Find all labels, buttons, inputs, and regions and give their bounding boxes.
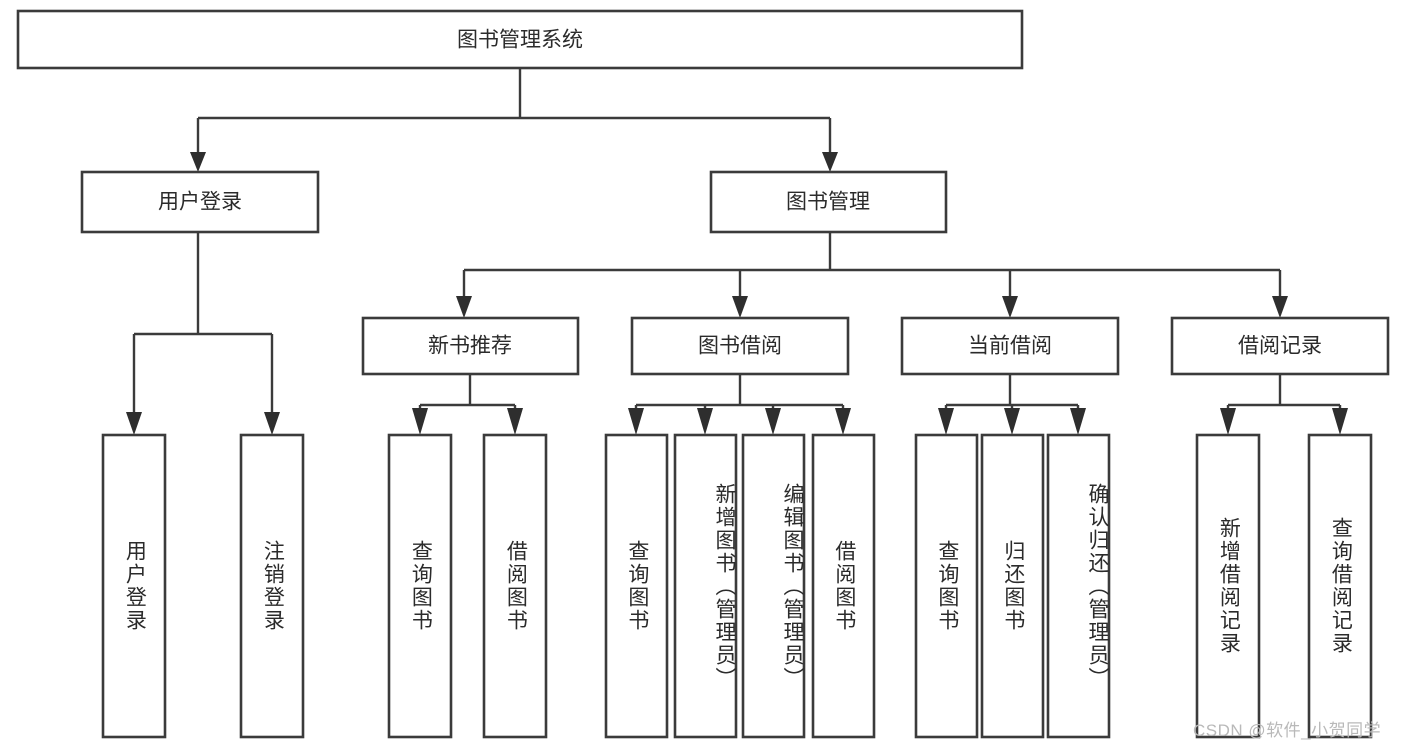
connector-group-current-borrow-to-leaves: [938, 374, 1086, 435]
arrow-head-bb-leaf-2: [765, 408, 781, 435]
node-box-current-borrow[interactable]: [900, 316, 1120, 376]
node-box-user-login[interactable]: [80, 170, 320, 234]
connector-group-borrow-record-to-leaves: [1220, 374, 1348, 435]
node-box-new-book-recommend[interactable]: [361, 316, 580, 376]
arrow-head-bb-leaf-0: [628, 408, 644, 435]
node-box-book-borrow[interactable]: [630, 316, 850, 376]
node-label-user-login: 用户登录: [158, 191, 242, 214]
node-box-root[interactable]: [16, 9, 1024, 70]
node-label-root: 图书管理系统: [457, 29, 583, 52]
node-box-leaf-add-book-bb[interactable]: [673, 433, 738, 739]
node-box-borrow-record[interactable]: [1170, 316, 1390, 376]
arrow-head-cb-leaf-1: [1004, 408, 1020, 435]
node-box-leaf-query-record-br[interactable]: [1307, 433, 1373, 739]
connector-group-book-borrow-to-leaves: [628, 374, 851, 435]
node-box-leaf-user-login[interactable]: [101, 433, 167, 739]
arrow-head-leaf-user-login: [126, 412, 142, 435]
arrow-head-new-book: [456, 296, 472, 318]
arrow-head-br-leaf-0: [1220, 408, 1236, 435]
arrow-head-user-login: [190, 152, 206, 172]
node-label-book-manage: 图书管理: [786, 191, 870, 214]
node-box-leaf-borrow-book-nb[interactable]: [482, 433, 548, 739]
node-box-leaf-edit-book-bb[interactable]: [741, 433, 806, 739]
arrow-head-bb-leaf-1: [697, 408, 713, 435]
connector-group-root-to-level1: [190, 68, 838, 172]
node-box-leaf-query-book-bb[interactable]: [604, 433, 669, 739]
arrow-head-current-borrow: [1002, 296, 1018, 318]
watermark-label: CSDN @软件_小贺同学: [1193, 721, 1382, 740]
node-box-leaf-borrow-book-bb[interactable]: [811, 433, 876, 739]
arrow-head-nb-leaf-0: [412, 408, 428, 435]
node-box-leaf-add-record-br[interactable]: [1195, 433, 1261, 739]
arrow-head-book-manage: [822, 152, 838, 172]
node-box-leaf-logout[interactable]: [239, 433, 305, 739]
arrow-head-cb-leaf-2: [1070, 408, 1086, 435]
arrow-head-borrow-record: [1272, 296, 1288, 318]
node-box-leaf-return-book-cb[interactable]: [980, 433, 1045, 739]
node-label-current-borrow: 当前借阅: [968, 335, 1052, 358]
arrow-head-cb-leaf-0: [938, 408, 954, 435]
connector-group-book-manage-to-level2: [456, 232, 1288, 318]
node-box-leaf-query-book-nb[interactable]: [387, 433, 453, 739]
connector-group-new-book-to-leaves: [412, 374, 523, 435]
node-box-book-manage[interactable]: [709, 170, 948, 234]
connector-group-user-login-to-leaves: [126, 232, 280, 435]
node-label-borrow-record: 借阅记录: [1238, 335, 1322, 358]
arrow-head-leaf-logout: [264, 412, 280, 435]
node-box-leaf-confirm-return-cb[interactable]: [1046, 433, 1111, 739]
arrow-head-bb-leaf-3: [835, 408, 851, 435]
node-label-new-book-recommend: 新书推荐: [428, 335, 512, 358]
arrow-head-br-leaf-1: [1332, 408, 1348, 435]
arrow-head-book-borrow: [732, 296, 748, 318]
node-box-leaf-query-book-cb[interactable]: [914, 433, 979, 739]
node-label-book-borrow: 图书借阅: [698, 335, 782, 358]
arrow-head-nb-leaf-1: [507, 408, 523, 435]
